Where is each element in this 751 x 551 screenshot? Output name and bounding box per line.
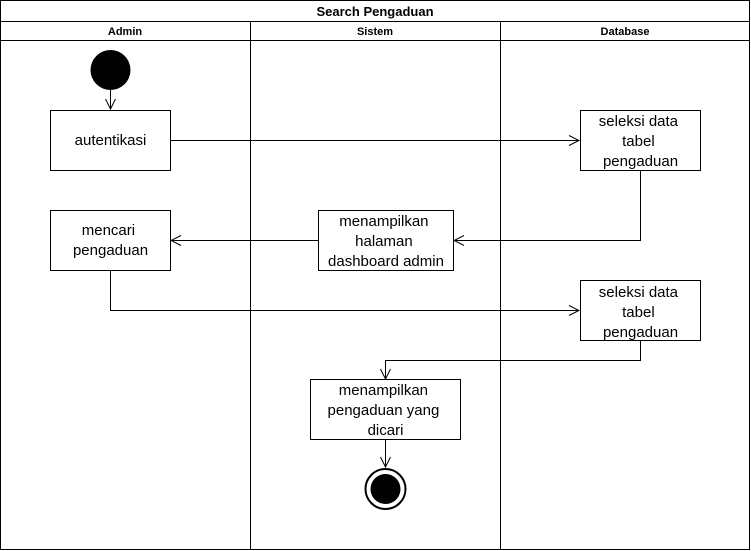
- activity-label: tabel: [622, 133, 655, 150]
- activity-label: dicari: [368, 422, 404, 439]
- activity-label: pengaduan: [73, 242, 148, 259]
- activity-label: tabel: [622, 304, 655, 321]
- activity-seleksi-data-2: seleksi data tabel pengaduan: [580, 280, 701, 341]
- end-node: [364, 468, 407, 510]
- svg-text:menampilkan halaman: menampilkan halaman dashboard admin: [328, 213, 444, 270]
- activity-label: menampilkan: [339, 213, 428, 230]
- svg-text:seleksi data tabel: seleksi data tabel pengaduan: [599, 284, 682, 341]
- activity-label: pengaduan yang: [328, 402, 440, 419]
- activity-autentikasi: autentikasi: [50, 110, 171, 171]
- svg-text:seleksi data tabel: seleksi data tabel pengaduan: [599, 113, 682, 170]
- activity-label: pengaduan: [603, 324, 678, 341]
- svg-text:mencari pengaduan: mencari pengaduan: [73, 222, 148, 259]
- activity-mencari-pengaduan: mencari pengaduan: [50, 210, 171, 271]
- diagram-title: Search Pengaduan: [316, 4, 433, 19]
- activity-label: halaman: [355, 233, 413, 250]
- start-node: [90, 50, 131, 90]
- activity-label: mencari: [82, 222, 135, 239]
- activity-seleksi-data-1: seleksi data tabel pengaduan: [580, 110, 701, 171]
- flow-mencari-to-seleksi: [110, 270, 580, 311]
- flow-seleksi-to-hasil: [386, 340, 641, 379]
- activity-label: seleksi data: [599, 284, 679, 301]
- activity-label: pengaduan: [603, 153, 678, 170]
- lane-label-admin: Admin: [108, 26, 143, 38]
- activity-label: autentikasi: [75, 132, 147, 149]
- svg-text:autentikasi: autentikasi: [75, 132, 147, 149]
- flow-seleksi-to-dashboard: [454, 170, 641, 241]
- activity-menampilkan-dashboard: menampilkan halaman dashboard admin: [318, 210, 454, 271]
- activity-menampilkan-hasil: menampilkan pengaduan yang dicari: [310, 379, 461, 440]
- lane-label-sistem: Sistem: [357, 26, 393, 38]
- activity-label: menampilkan: [339, 382, 428, 399]
- activity-label: dashboard admin: [328, 253, 444, 270]
- lane-label-database: Database: [601, 26, 650, 38]
- svg-text:menampilkan pengaduan ya: menampilkan pengaduan yang dicari: [328, 382, 444, 439]
- activity-label: seleksi data: [599, 113, 679, 130]
